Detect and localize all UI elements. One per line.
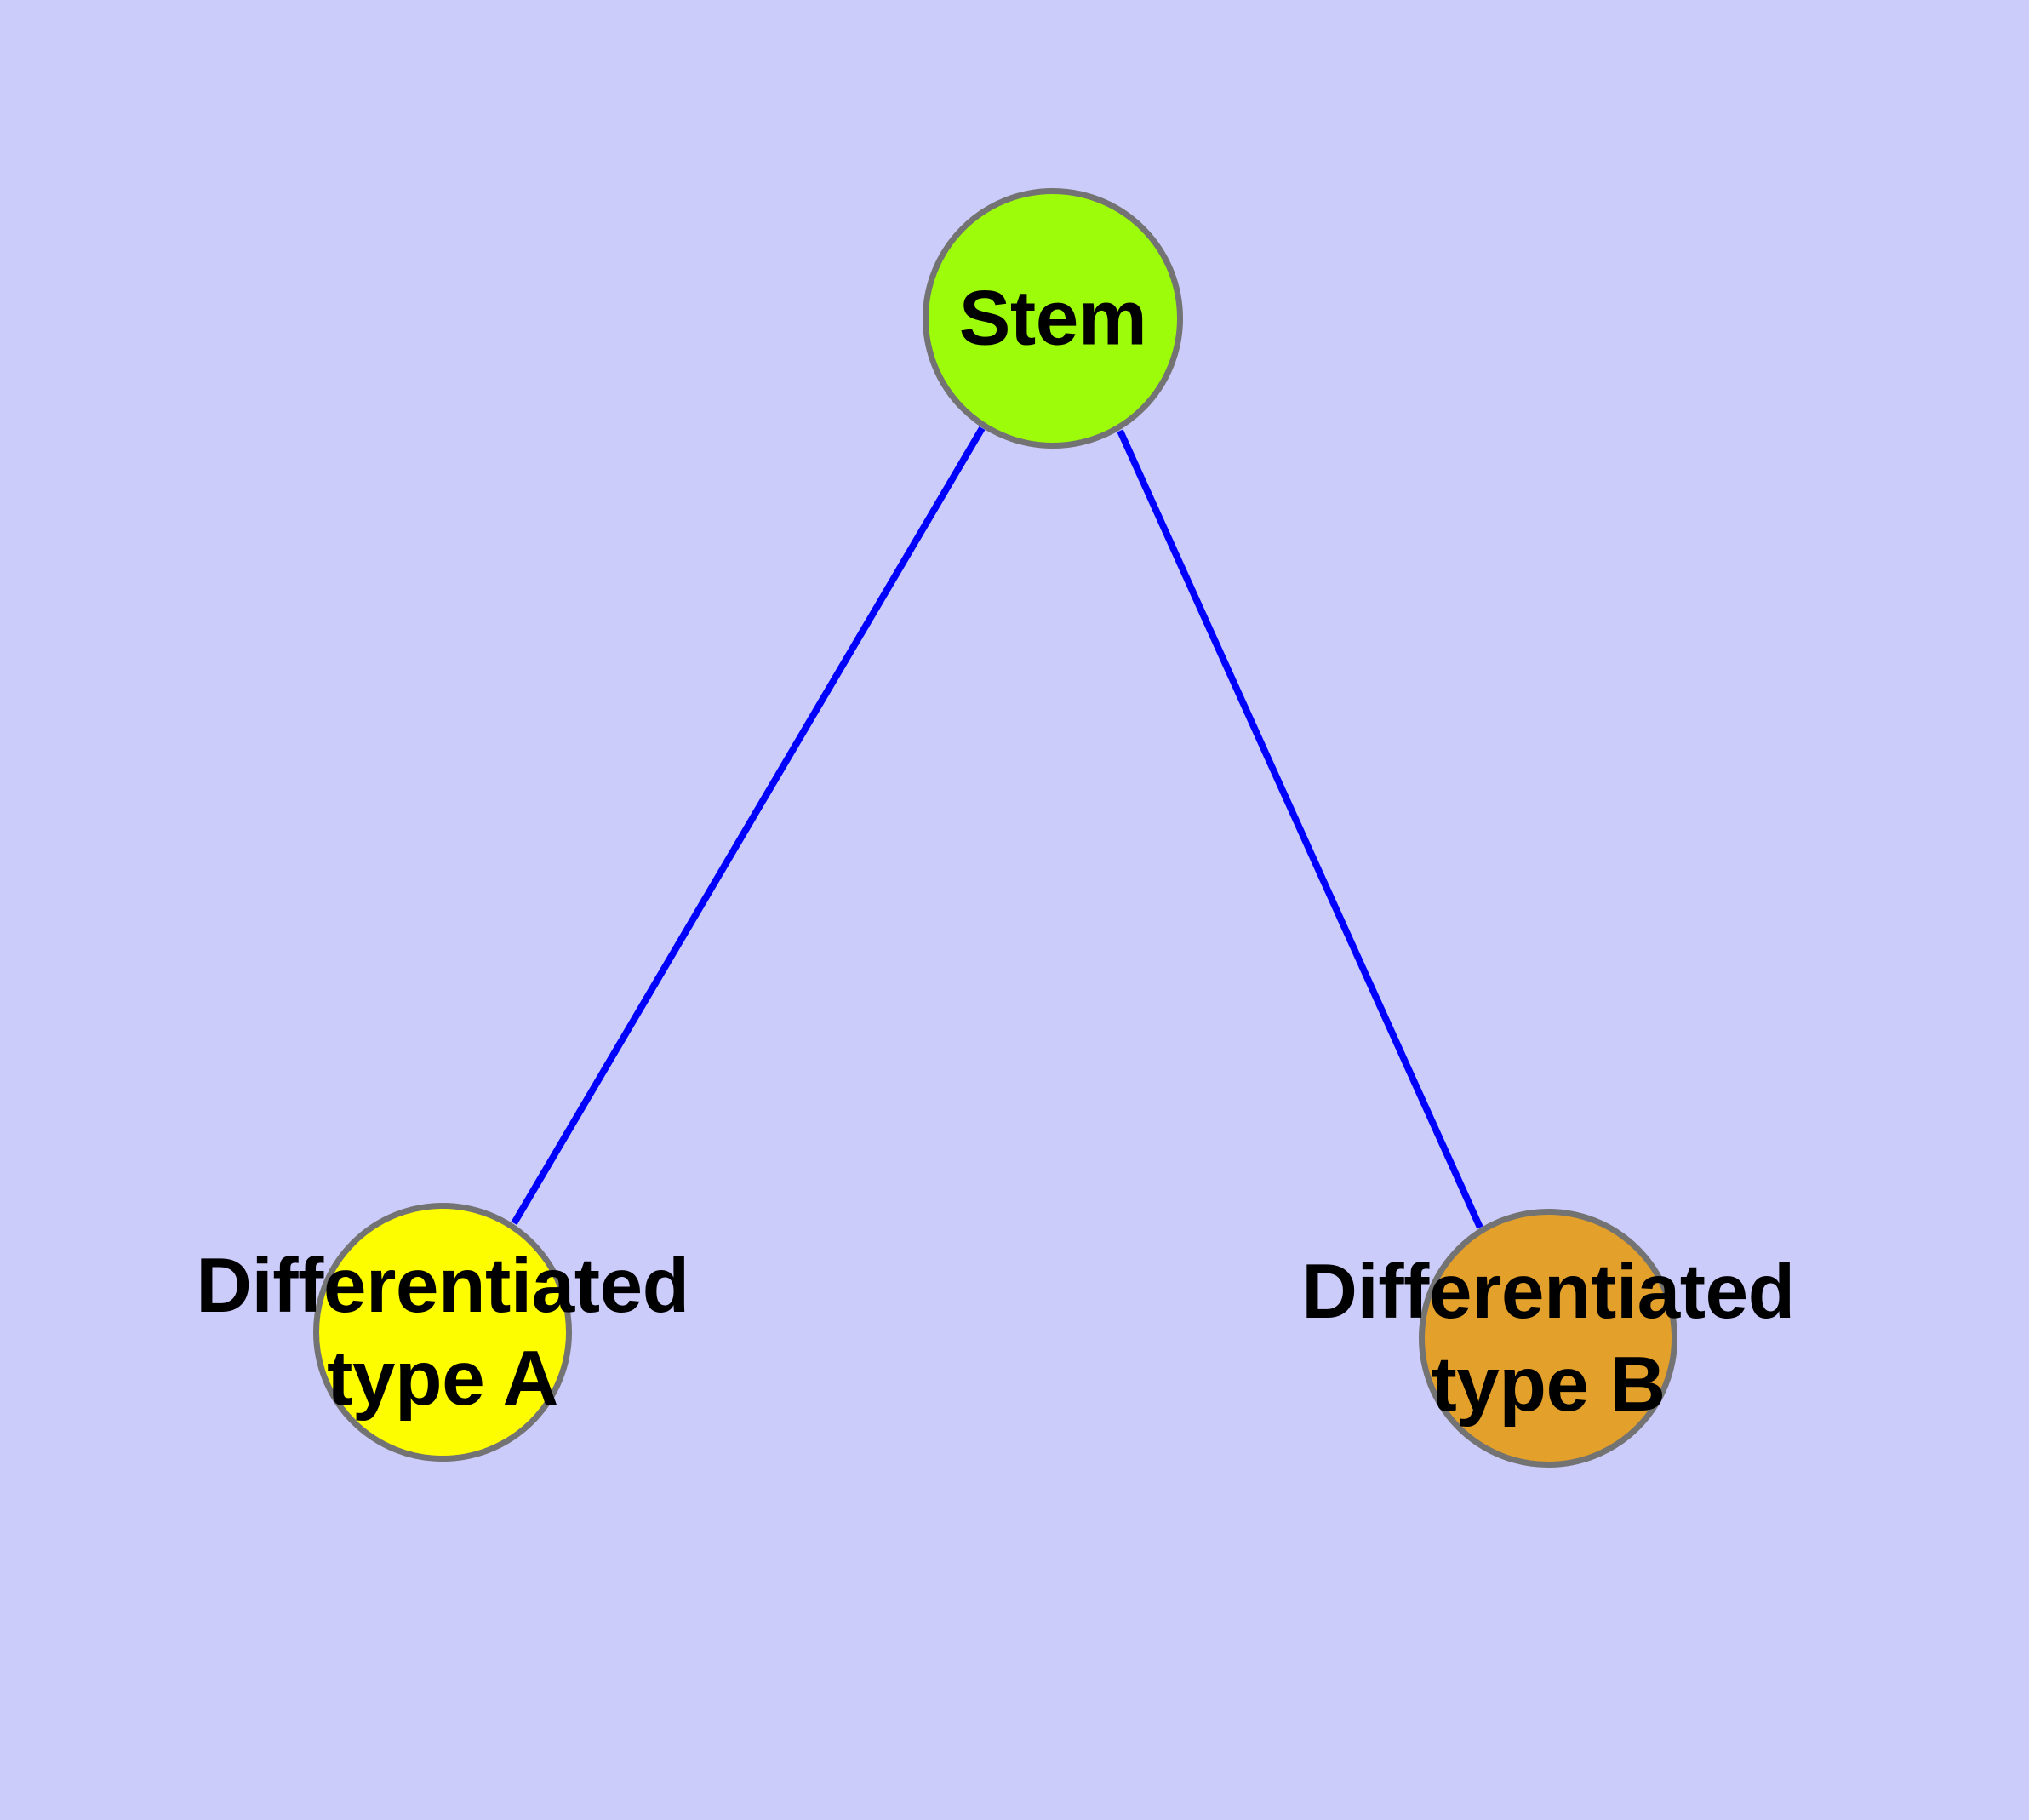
edge-stem-to-differentiated-type-a[interactable] [511,426,986,1226]
node-differentiated-type-a-circle [313,1203,572,1462]
node-differentiated-type-b-circle [1419,1209,1677,1468]
edge-stem-to-differentiated-type-b[interactable] [1117,429,1483,1229]
node-stem[interactable]: Stem [923,188,1183,449]
node-differentiated-type-b[interactable]: Differentiated type B [1301,1209,1795,1468]
node-differentiated-type-a[interactable]: Differentiated type A [196,1203,689,1462]
node-stem-circle [923,188,1183,449]
